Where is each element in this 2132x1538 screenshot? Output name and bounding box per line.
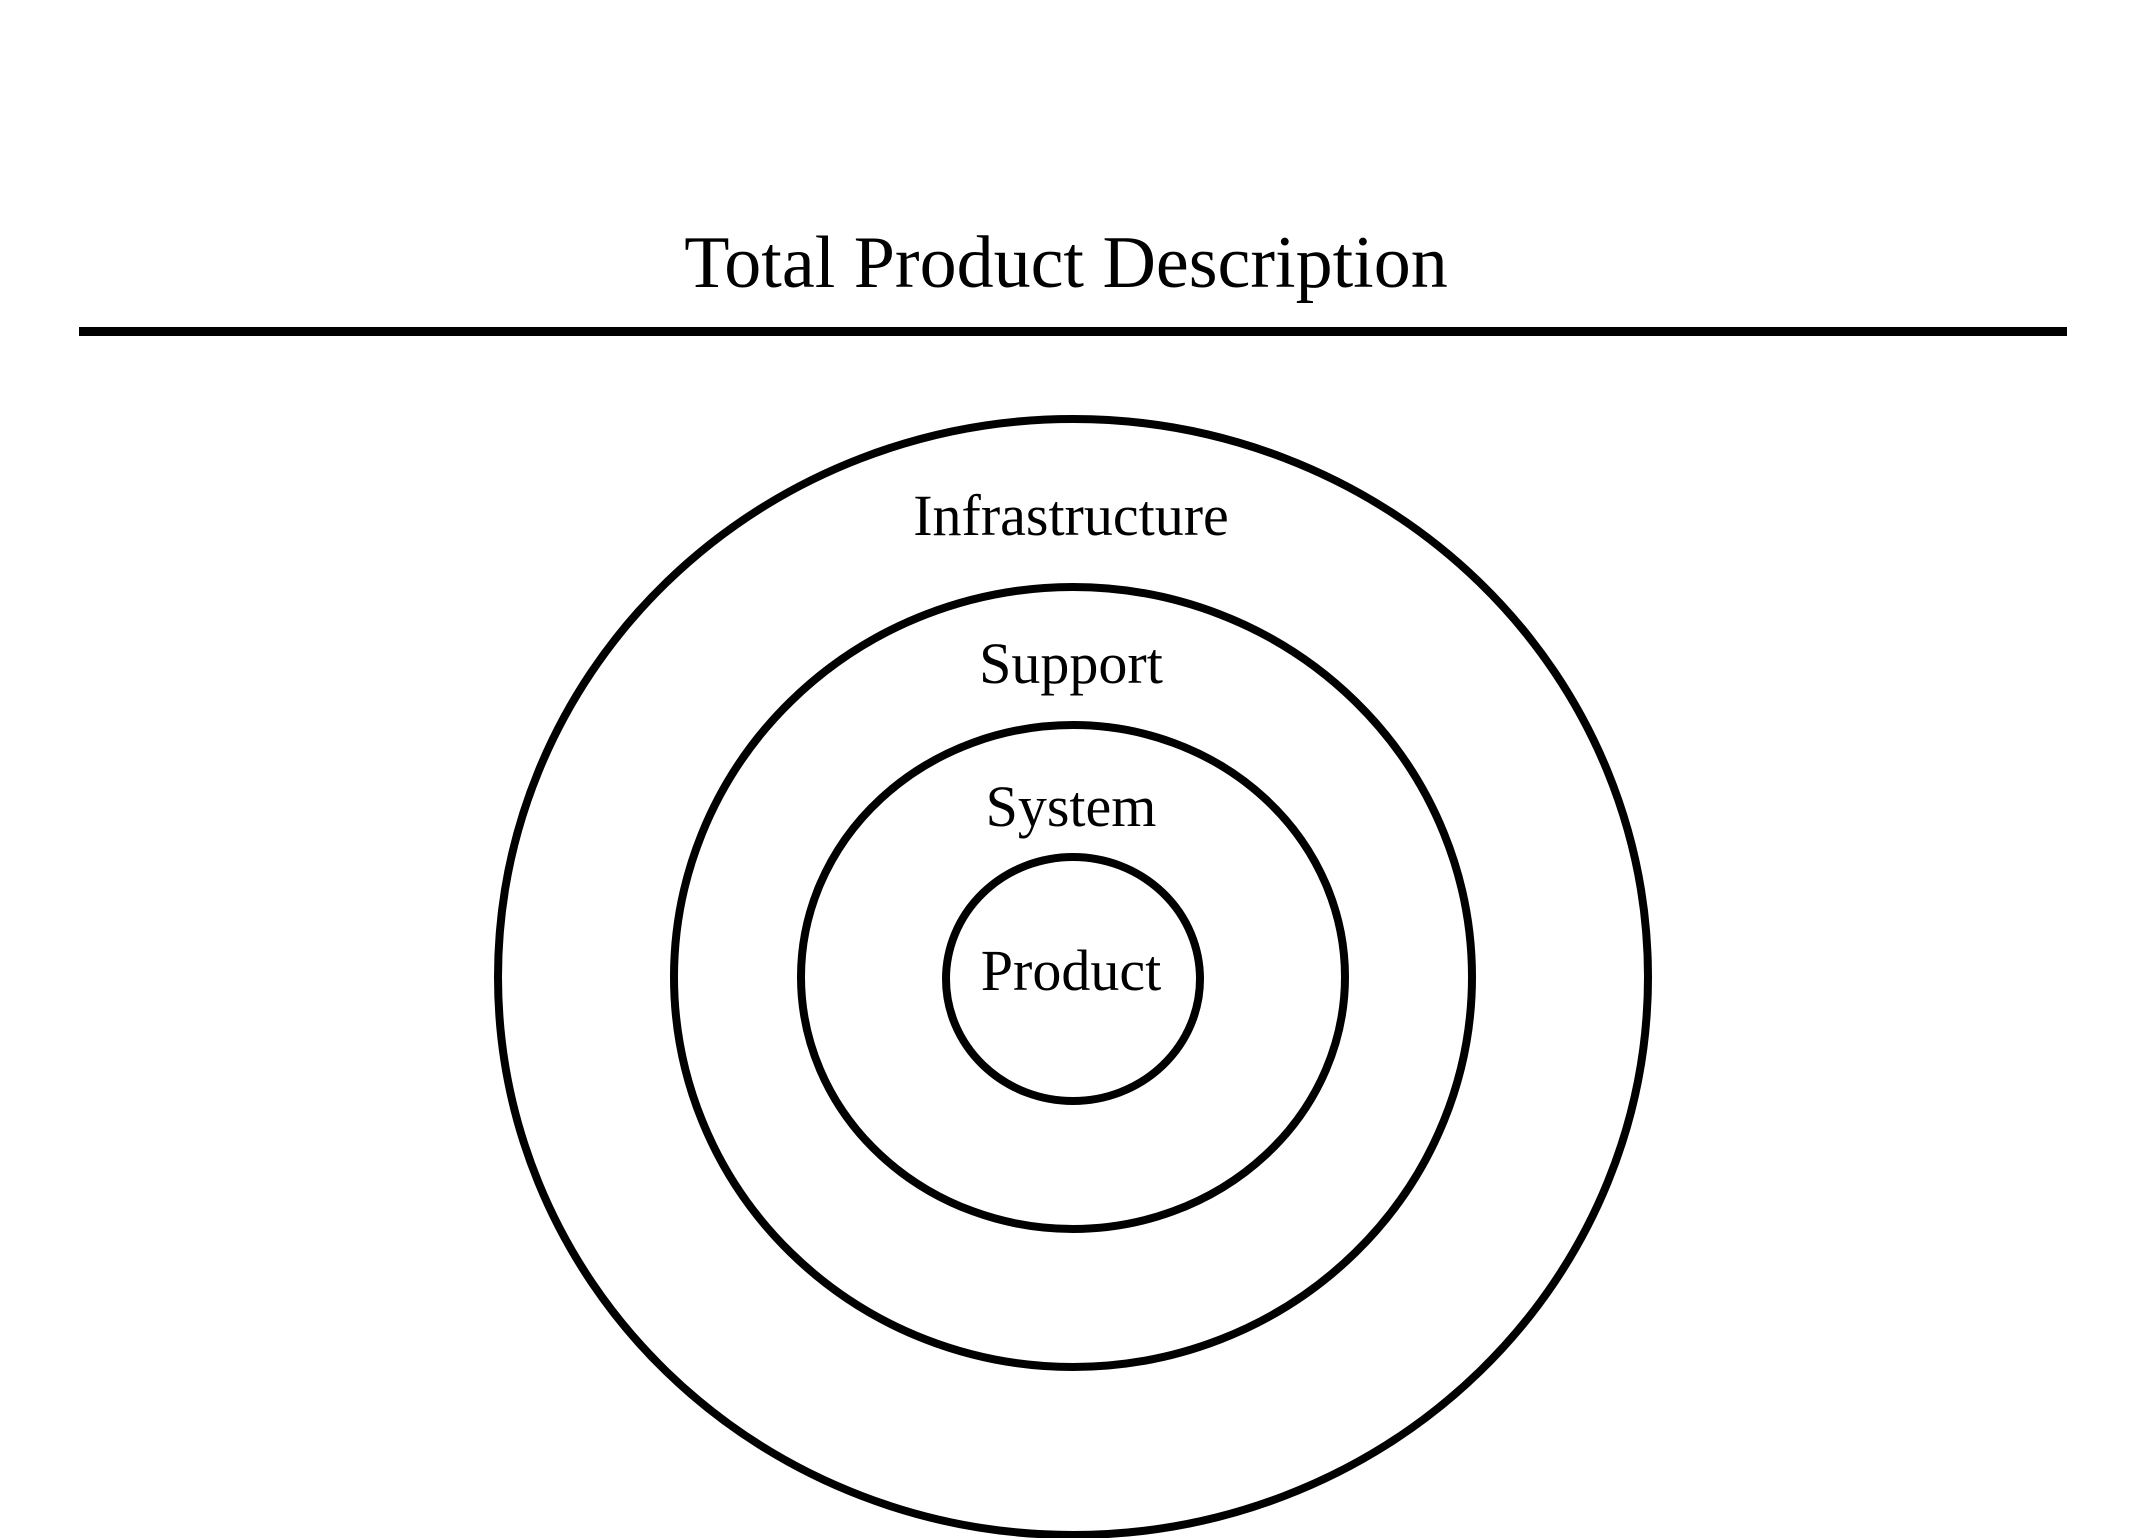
system-ring (797, 721, 1349, 1233)
infrastructure-ring (494, 415, 1652, 1538)
support-ring (670, 583, 1476, 1371)
product-label: Product (981, 938, 1161, 1003)
page-title: Total Product Description (684, 222, 1448, 304)
product-ring (942, 853, 1204, 1105)
support-label: Support (979, 631, 1163, 696)
infrastructure-label: Infrastructure (913, 483, 1229, 548)
system-label: System (986, 774, 1157, 839)
title-divider (79, 327, 2067, 336)
